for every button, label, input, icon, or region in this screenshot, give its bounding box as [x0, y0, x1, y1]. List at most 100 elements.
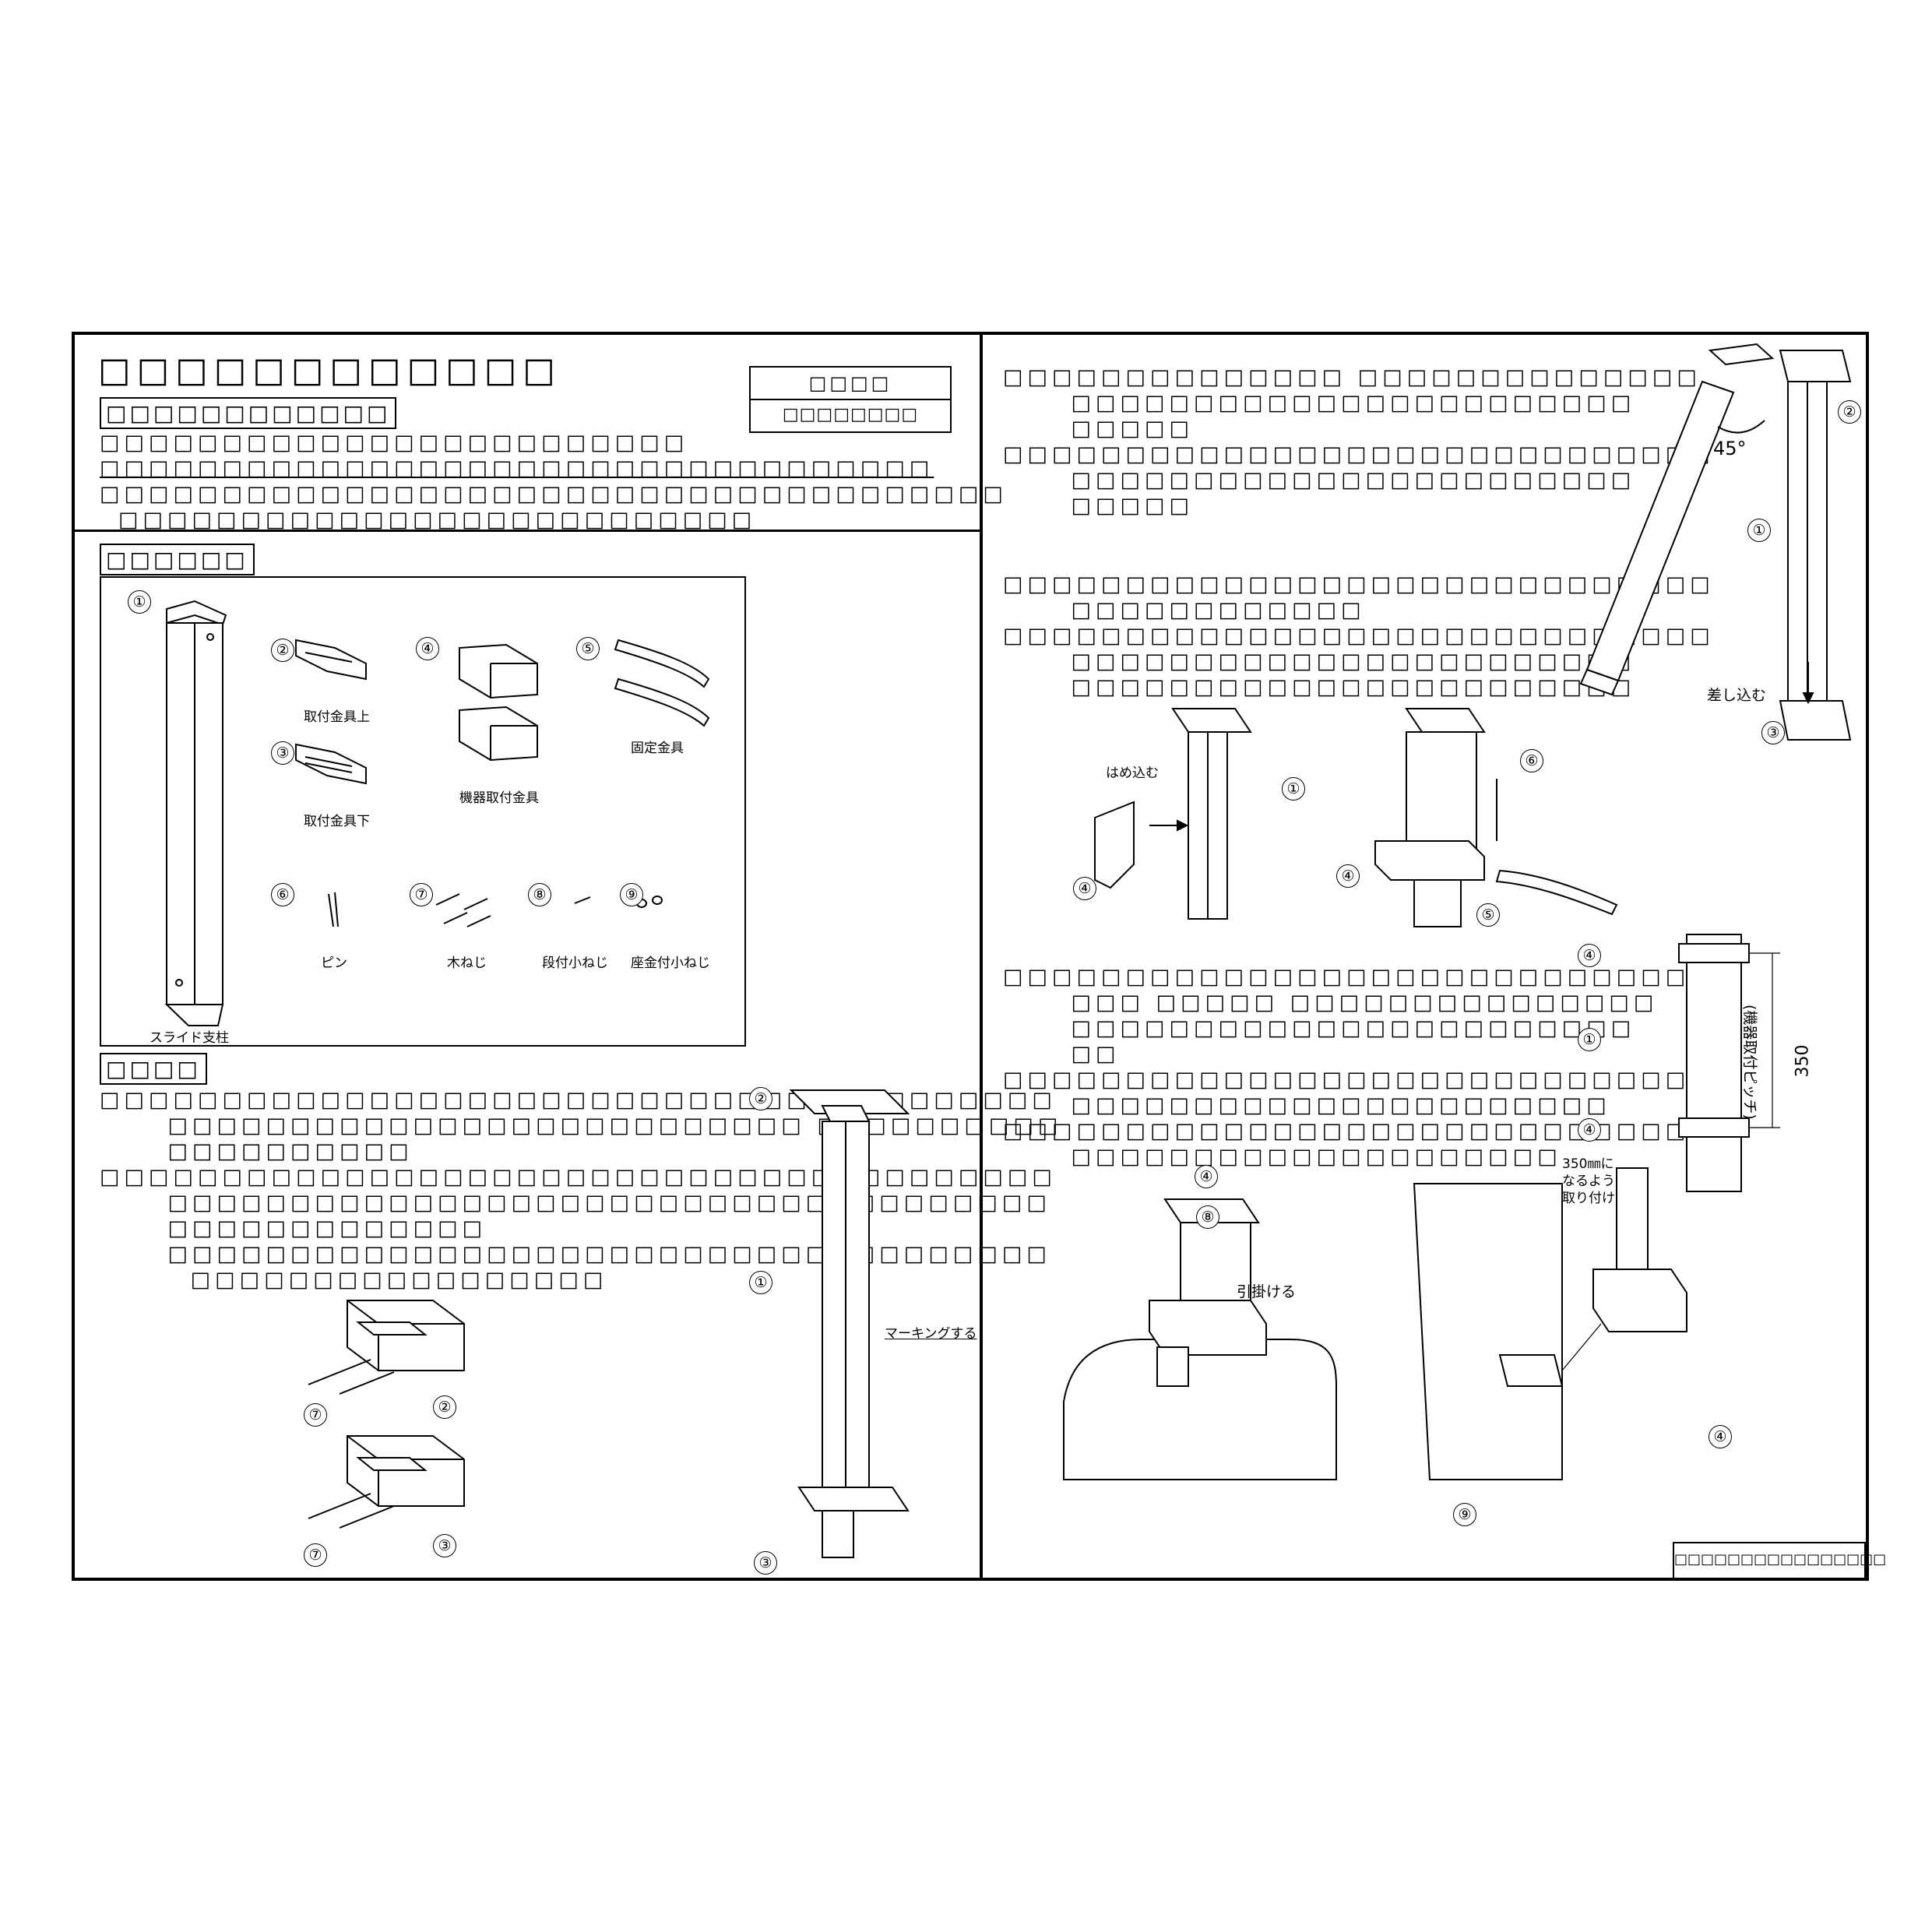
step-line: □□□□□□□□□□□□: [1003, 598, 1366, 622]
parts-drawing: [164, 600, 710, 1026]
pitch-note-3: 取り付ける: [1562, 1191, 1628, 1206]
parts-box: ① スライド支柱 ② 取付金具上 ③ 取付金具下 ④ 機器取付金具 ⑤ 固定金具…: [100, 576, 746, 1047]
callout-r-3: ③: [1761, 721, 1785, 744]
callout-2: ②: [433, 1395, 456, 1419]
part-label-1: スライド支柱: [150, 1030, 229, 1046]
callout-p-1: ①: [1578, 1028, 1601, 1051]
pitch-note-2: なるように: [1562, 1174, 1628, 1189]
step-line: □□□□□□□□□□□□□□ □□□□□□□□□□□□□□: [1003, 365, 1701, 389]
note-line: □□□□□□□□□□□□□□□□□□□□□□□□□□□□□□□□□□: [100, 456, 934, 480]
callout-m-4a: ④: [1073, 877, 1096, 900]
step-line: □□□□□□□□□□□□□□□□□□□□□□□□□□□□□□□□□□□□: [100, 1242, 1051, 1266]
pitch-value: 350: [1793, 1044, 1813, 1078]
stamp-top: □□□□: [808, 372, 892, 394]
callout-post-3: ③: [754, 1551, 777, 1575]
pitch-note-1: 350㎜に: [1562, 1156, 1614, 1172]
callout-r-2: ②: [1838, 400, 1861, 424]
step-line: □□: [1003, 1042, 1121, 1066]
post-insertion-drawing: [1579, 343, 1852, 741]
part-label-5: 固定金具: [631, 741, 684, 756]
part-number-8: ⑧: [528, 883, 551, 906]
main-title: □□□□□□□□□□□□: [98, 350, 561, 390]
callout-b-8: ⑧: [1196, 1205, 1219, 1229]
callout-m-5: ⑤: [1476, 903, 1500, 927]
step-line: □□□□□□□□□□□□□□□□□□□□□□□: [1003, 391, 1636, 415]
step-line: □□□□□□□□□□: [100, 1139, 413, 1163]
part-label-4: 機器取付金具: [459, 790, 539, 806]
part-label-9: 座金付小ねじ: [631, 955, 710, 971]
part-number-2: ②: [271, 639, 294, 662]
note-line: □□□□□□□□□□□□□□□□□□□□□□□□□□: [118, 508, 757, 532]
step-line: □□□□□□□□□□□□□□□□□□□□: [1003, 1145, 1562, 1169]
part-label-2: 取付金具上: [304, 709, 370, 725]
steps-left-text: □□□□□□□□□□□□□□□□□□□□□□□□□□□□□□□□□□□□□□□ …: [100, 1087, 1062, 1293]
part-label-7: 木ねじ: [447, 955, 487, 971]
step-line: □□□□□□□□□□□□□□□□□□□□□□□□□□□□□: [1003, 442, 1715, 466]
bracket-fit-drawing: [1094, 708, 1618, 927]
step-line: □□□□□□□□□□□□□□□□□□□□□□□: [1003, 649, 1636, 674]
step-line: □□□□□□□□□□□□□□□□□□□□□□□□□□□□□□□□□□□□: [100, 1191, 1051, 1215]
part-number-9: ⑨: [620, 883, 643, 906]
part-number-1: ①: [128, 590, 151, 614]
pitch-label: (機器取付ピッチ): [1741, 1005, 1758, 1120]
part-number-7: ⑦: [410, 883, 433, 906]
step-line: □□□□□□□□□□□□□□□□□□□□□□: [1003, 1093, 1611, 1117]
marking-label: マーキングする: [885, 1326, 977, 1342]
wood-block-drawing: [308, 1300, 465, 1529]
step-line: □□□□□□□□□□□□□□□□□□□□□□□□□□□□□: [1003, 572, 1715, 596]
hang-label: 引掛ける: [1237, 1283, 1297, 1300]
note-line: □□□□□□□□□□□□□□□□□□□□□□□□: [100, 431, 689, 455]
callout-3: ③: [433, 1534, 456, 1557]
header-notes: □□□□□□□□□□□□□□□□□□□□□□□□ □□□□□□□□□□□□□□□…: [100, 430, 1008, 533]
step-line: □□□□□□□□□□□□□□□□□: [100, 1268, 608, 1292]
callout-7b: ⑦: [304, 1543, 327, 1567]
stamp-bottom: □□□□□□□□: [782, 405, 919, 424]
sub-title: □□□□□□□□□□□□: [100, 397, 397, 429]
parts-heading: □□□□□□: [100, 544, 255, 575]
step-line: □□□□□□□□□□□□□: [100, 1216, 487, 1240]
footer-code-box: □□□□□□□□□□□□□□□□: [1673, 1542, 1886, 1581]
callout-r-1: ①: [1747, 519, 1771, 542]
step-line: □□□□□□□□□□□□□□□□□□□□□□□□□□□□□: [1003, 1119, 1715, 1143]
callout-p-4b: ④: [1578, 1118, 1601, 1142]
steps-right-block1: □□□□□□□□□□□□□□ □□□□□□□□□□□□□□ □□□□□□□□□□…: [1003, 364, 1715, 519]
step-line: □□□□□□□□□□□□□□□□□□□□□□□: [1003, 468, 1636, 492]
callout-m-4b: ④: [1336, 864, 1360, 888]
post-installed-drawing: [789, 1089, 910, 1558]
part-number-4: ④: [416, 637, 439, 660]
stamp-box: □□□□ □□□□□□□□: [749, 366, 952, 433]
callout-m-6: ⑥: [1520, 749, 1543, 772]
part-label-8: 段付小ねじ: [542, 955, 608, 971]
instruction-sheet: □□□□□□□□□□□□ □□□□□□□□□□□□ □□□□□□□□□□□□□□…: [72, 332, 1886, 1581]
part-number-3: ③: [271, 741, 294, 765]
steps-heading: □□□□: [100, 1053, 207, 1085]
step-line: □□□□□: [1003, 494, 1195, 518]
part-label-3: 取付金具下: [304, 814, 370, 829]
header-divider: [75, 530, 981, 532]
device-mount-drawing: [1063, 1167, 1687, 1480]
step-line: □□□□□□□□□□□□□□□□□□□□□□□□□□□□□: [1003, 624, 1715, 648]
callout-post-2: ②: [749, 1087, 772, 1110]
part-number-5: ⑤: [576, 637, 600, 660]
steps-right-block2: □□□□□□□□□□□□□□□□□□□□□□□□□□□□□ □□□□□□□□□□…: [1003, 572, 1715, 700]
center-divider: [980, 335, 983, 1581]
step-line: □□□□□□□□□□□□□□□□□□□□□□□: [1003, 1016, 1636, 1040]
step-line: □□□□□□□□□□□□□□□□□□□□□□□□□□□□□: [1003, 965, 1715, 989]
callout-p-4a: ④: [1578, 944, 1601, 967]
insert-label: 差し込む: [1707, 687, 1767, 704]
step-line: □□□ □□□□□ □□□□□□□□□□□□□□□: [1003, 991, 1659, 1015]
step-line: □□□□□: [1003, 417, 1195, 441]
callout-b-9: ⑨: [1453, 1503, 1476, 1526]
note-line: □□□□□□□□□□□□□□□□□□□□□□□□□□□□□□□□□□□□□: [100, 482, 1008, 506]
angle-label: 45°: [1713, 438, 1747, 459]
part-label-6: ピン: [321, 955, 347, 971]
callout-b-4a: ④: [1195, 1165, 1218, 1188]
callout-b-4b: ④: [1709, 1425, 1732, 1448]
part-number-6: ⑥: [271, 883, 294, 906]
fit-label: はめ込む: [1106, 765, 1159, 781]
step-line: □□□□□□□□□□□□□□□□□□□□□□□□□□□□□: [1003, 1068, 1715, 1092]
stamp-divider: [751, 399, 950, 400]
callout-m-1a: ①: [1282, 777, 1305, 801]
callout-post-1: ①: [749, 1271, 772, 1294]
step-line: □□□□□□□□□□□□□□□□□□□□□□□: [1003, 675, 1636, 699]
